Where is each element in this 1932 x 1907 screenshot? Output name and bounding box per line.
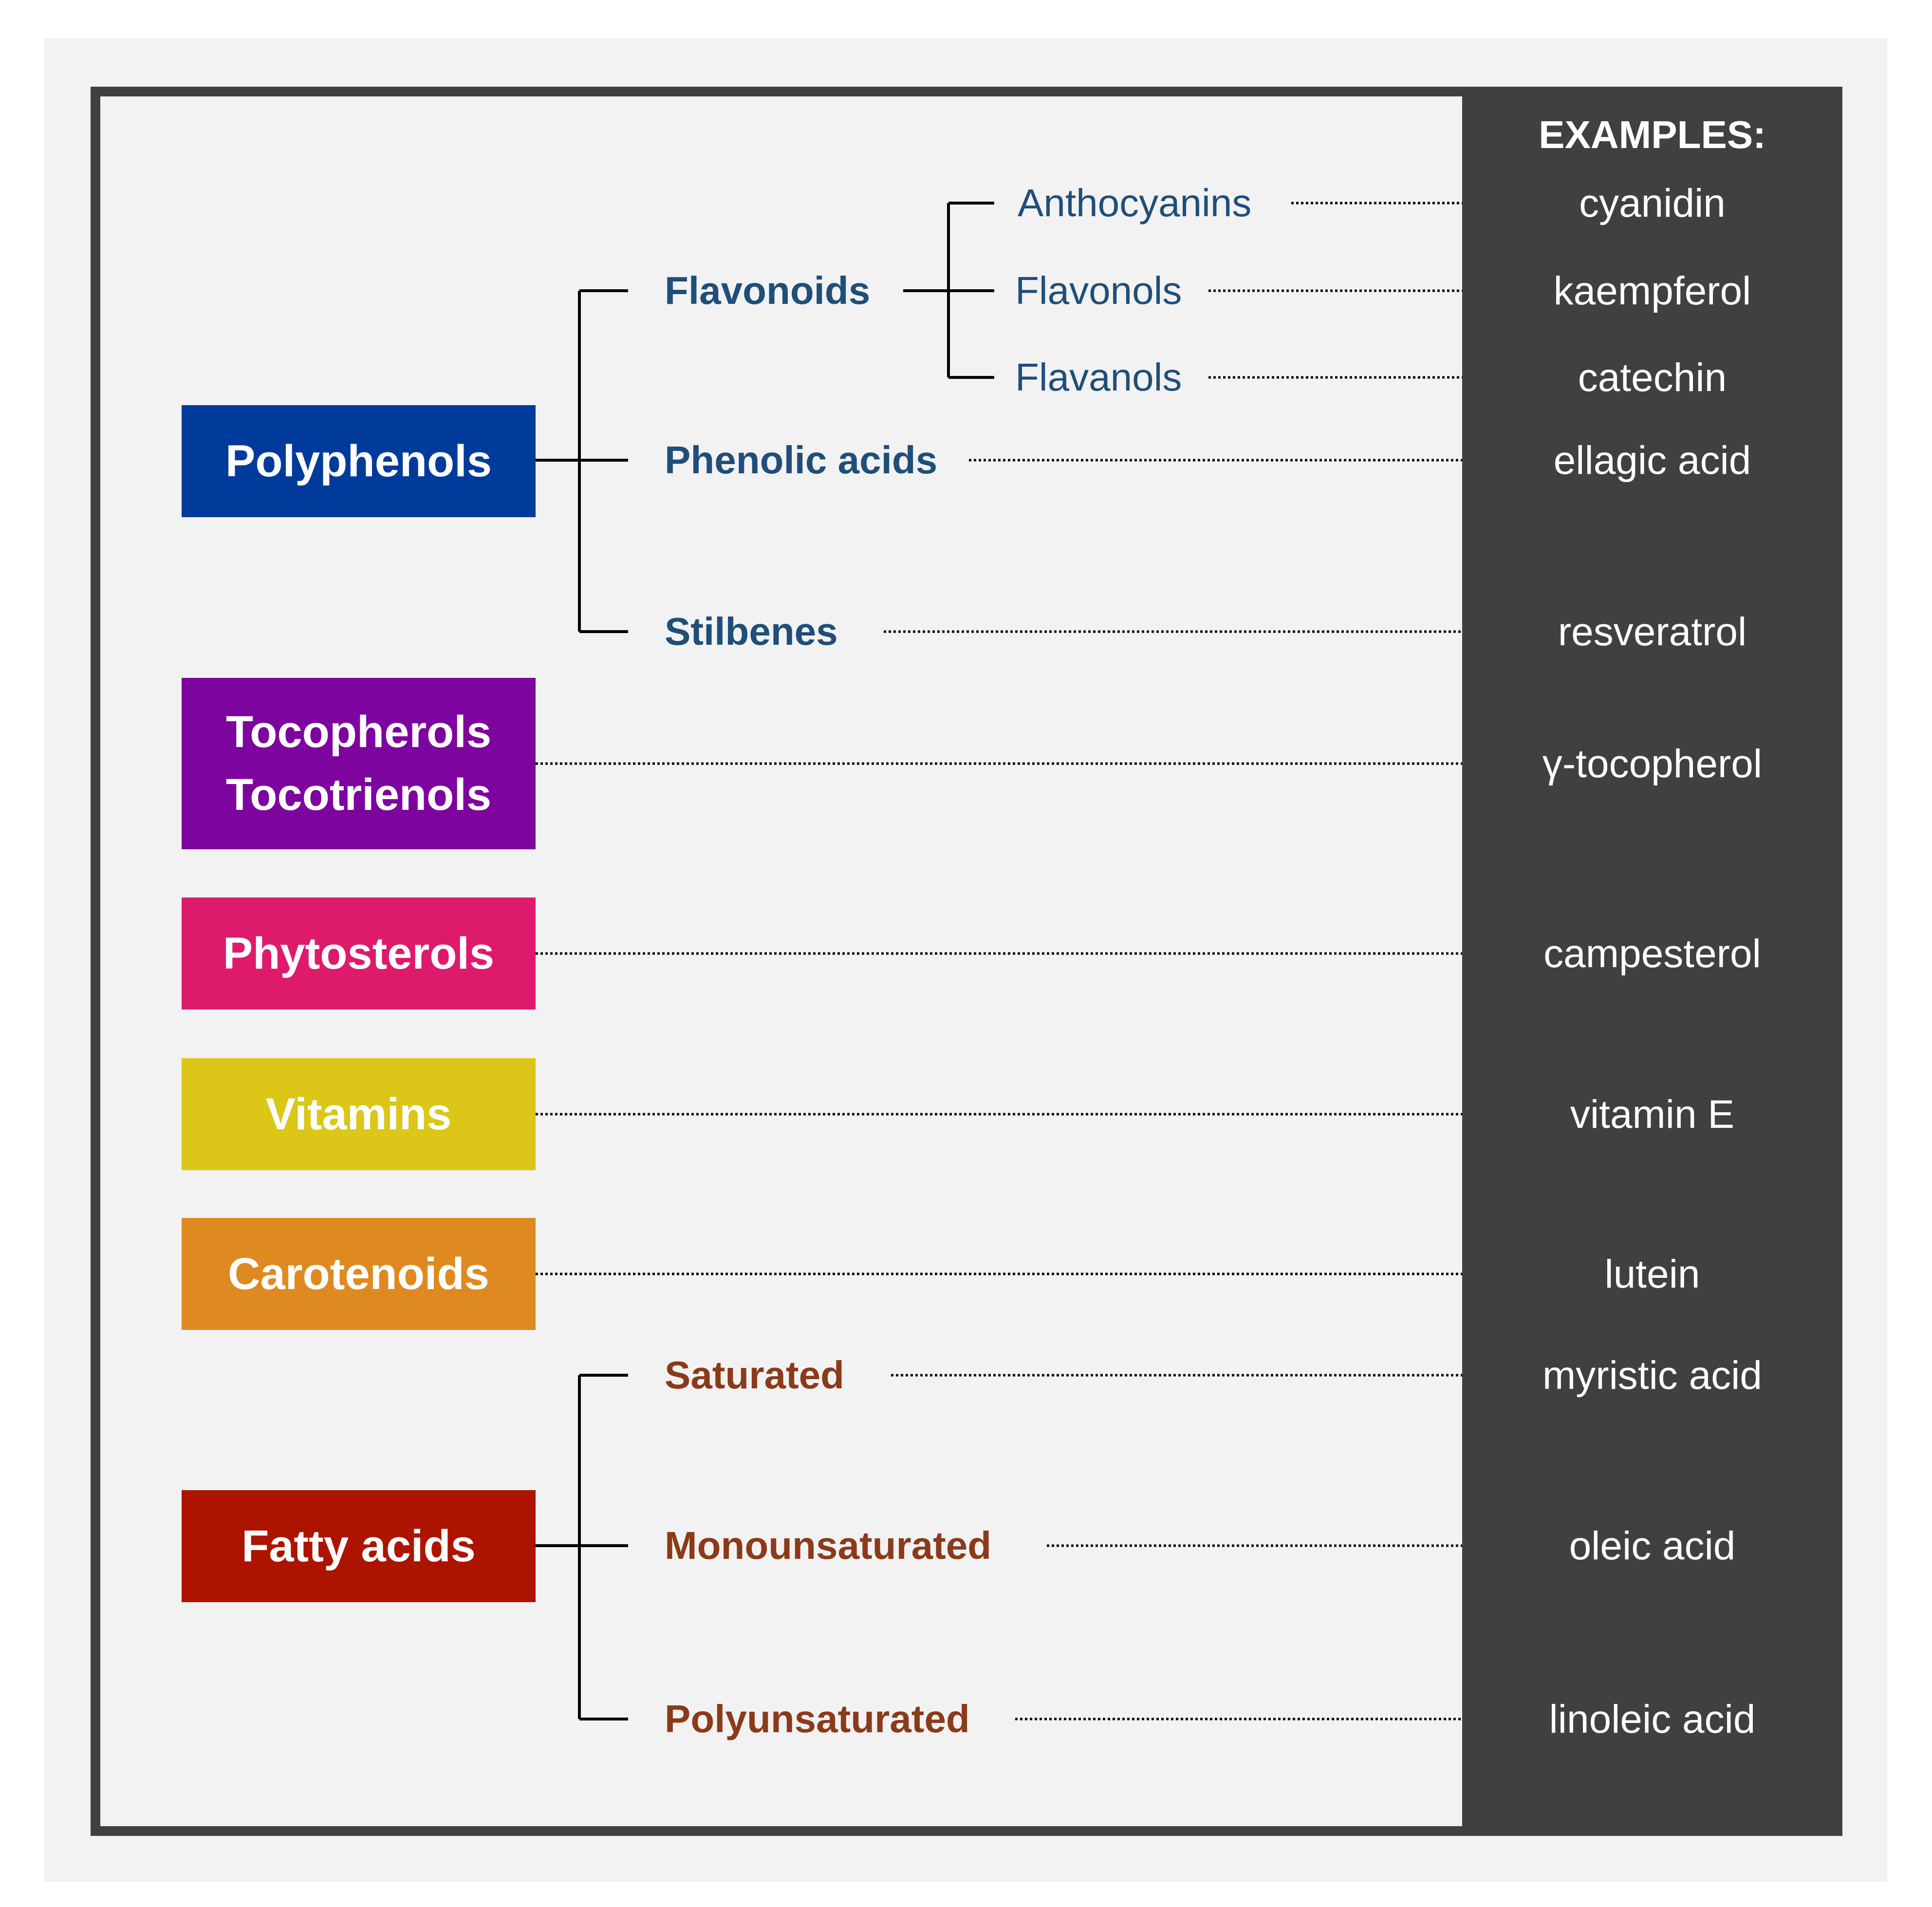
example-saturated: myristic acid xyxy=(1542,1353,1763,1398)
subcategory-polyunsaturated: Polyunsaturated xyxy=(665,1697,970,1740)
subcategory-anthocyanins: Anthocyanins xyxy=(1018,181,1252,224)
subcategory-monounsaturated: Monounsaturated xyxy=(665,1524,992,1567)
example-vitamins: vitamin E xyxy=(1570,1092,1735,1137)
example-phytosterols: campesterol xyxy=(1543,932,1761,976)
subcategory-phenolic-acids: Phenolic acids xyxy=(665,438,938,482)
subcategory-flavonols: Flavonols xyxy=(1015,269,1182,312)
category-label: Phytosterols xyxy=(223,928,495,978)
example-anthocyanins: cyanidin xyxy=(1579,181,1726,225)
category-label: Carotenoids xyxy=(228,1249,489,1299)
category-label: Polyphenols xyxy=(225,436,492,486)
category-box-fatty-acids: Fatty acids xyxy=(182,1490,536,1602)
category-box-tocopherols: Tocopherols Tocotrienols xyxy=(182,678,536,849)
example-tocopherols: γ-tocopherol xyxy=(1542,742,1763,786)
example-flavanols: catechin xyxy=(1578,355,1727,400)
category-label: Tocopherols Tocotrienols xyxy=(225,707,492,820)
example-flavonols: kaempferol xyxy=(1553,269,1751,313)
category-box-polyphenols: Polyphenols xyxy=(182,405,536,517)
subcategory-flavanols: Flavanols xyxy=(1015,355,1182,399)
examples-heading: EXAMPLES: xyxy=(1539,113,1766,156)
category-box-phytosterols: Phytosterols xyxy=(182,897,536,1010)
example-polyunsaturated: linoleic acid xyxy=(1549,1697,1756,1741)
example-phenolic-acids: ellagic acid xyxy=(1553,438,1751,483)
category-box-vitamins: Vitamins xyxy=(182,1058,536,1170)
category-box-carotenoids: Carotenoids xyxy=(182,1218,536,1330)
example-monounsaturated: oleic acid xyxy=(1569,1524,1736,1568)
examples-panel xyxy=(1462,96,1842,1836)
subcategory-flavonoids: Flavonoids xyxy=(665,269,871,312)
example-stilbenes: resveratrol xyxy=(1558,610,1747,654)
category-label: Vitamins xyxy=(265,1089,452,1139)
subcategory-saturated: Saturated xyxy=(665,1353,844,1397)
category-label: Fatty acids xyxy=(242,1521,476,1571)
subcategory-stilbenes: Stilbenes xyxy=(665,610,838,653)
example-carotenoids: lutein xyxy=(1604,1252,1700,1296)
